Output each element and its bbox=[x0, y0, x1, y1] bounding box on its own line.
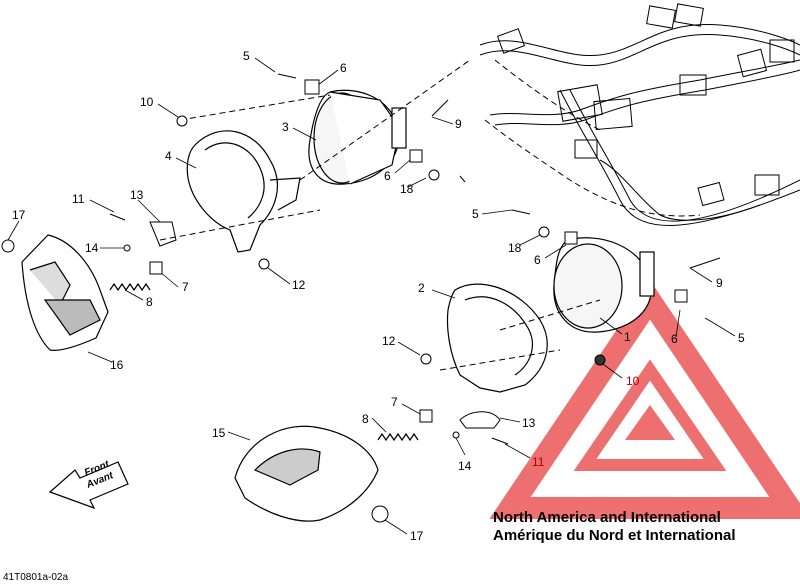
callout-13: 13 bbox=[130, 188, 144, 202]
callout-5: 5 bbox=[243, 49, 250, 63]
upper-support-bracket bbox=[149, 221, 177, 247]
callout-6: 6 bbox=[671, 332, 678, 346]
callout-12: 12 bbox=[382, 334, 396, 348]
callout-labels: 5 6 10 3 9 4 6 18 11 13 17 5 14 18 7 6 1… bbox=[12, 49, 745, 543]
lower-support-bracket bbox=[459, 411, 501, 429]
callout-7: 7 bbox=[391, 395, 398, 409]
callout-18: 18 bbox=[508, 241, 522, 255]
front-arrow: Front Avant bbox=[48, 459, 129, 510]
callout-8: 8 bbox=[362, 412, 369, 426]
lower-headlamp bbox=[553, 237, 655, 333]
left-cover bbox=[21, 234, 109, 351]
callout-18: 18 bbox=[400, 182, 414, 196]
callout-5: 5 bbox=[738, 331, 745, 345]
callout-leaders bbox=[7, 57, 736, 535]
fasteners bbox=[1, 73, 721, 523]
document-reference: 41T0801a-02a bbox=[3, 572, 69, 583]
caption-line-2: Amérique du Nord et International bbox=[493, 527, 736, 544]
callout-14: 14 bbox=[458, 459, 472, 473]
upper-spring bbox=[109, 282, 151, 292]
callout-9: 9 bbox=[455, 117, 462, 131]
callout-9: 9 bbox=[716, 276, 723, 290]
lower-spring bbox=[377, 432, 419, 442]
callout-8: 8 bbox=[146, 295, 153, 309]
callout-17: 17 bbox=[410, 529, 424, 543]
callout-2: 2 bbox=[418, 281, 425, 295]
lower-cover bbox=[234, 425, 379, 522]
callout-10: 10 bbox=[140, 95, 154, 109]
callout-13: 13 bbox=[522, 416, 536, 430]
callout-6: 6 bbox=[340, 61, 347, 75]
callout-4: 4 bbox=[165, 149, 172, 163]
lower-dashed-leaders bbox=[439, 299, 601, 371]
callout-17: 17 bbox=[12, 208, 26, 222]
upper-headlamp bbox=[308, 89, 407, 185]
callout-5: 5 bbox=[472, 207, 479, 221]
harness-dashed-routes bbox=[484, 59, 701, 217]
callout-7: 7 bbox=[182, 280, 189, 294]
callout-6: 6 bbox=[534, 253, 541, 267]
callout-1: 1 bbox=[624, 330, 631, 344]
caption-line-1: North America and International bbox=[493, 509, 721, 526]
upper-headlamp-bracket bbox=[186, 130, 301, 253]
lower-headlamp-bracket bbox=[446, 283, 548, 393]
callout-14: 14 bbox=[85, 241, 99, 255]
watermark-logo bbox=[489, 280, 800, 519]
callout-16: 16 bbox=[110, 358, 124, 372]
callout-11: 11 bbox=[532, 455, 545, 469]
callout-11: 11 bbox=[72, 192, 85, 206]
callout-12: 12 bbox=[292, 278, 306, 292]
upper-dashed-leaders bbox=[159, 59, 471, 241]
callout-10: 10 bbox=[626, 374, 640, 388]
callout-6: 6 bbox=[384, 169, 391, 183]
callout-3: 3 bbox=[282, 120, 289, 134]
wiring-harness bbox=[479, 3, 800, 226]
callout-15: 15 bbox=[212, 426, 226, 440]
